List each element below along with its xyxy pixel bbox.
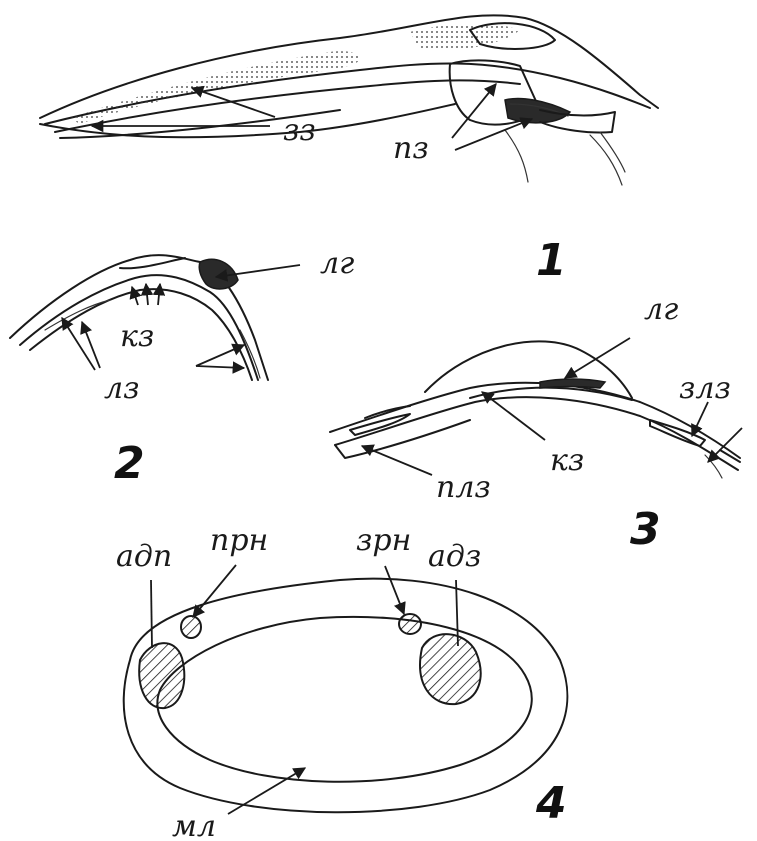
panel-number-2: 2 [114, 438, 145, 489]
label-ml: мл [172, 809, 216, 841]
label-zz: зз [283, 113, 316, 148]
posterior-retractor [399, 614, 421, 634]
posterior-adductor [420, 634, 481, 704]
label-adp: адп [116, 539, 172, 574]
label-lz-2: лз [104, 371, 139, 406]
panel-4-drawing [124, 579, 568, 813]
panel-number-4: 4 [535, 778, 567, 829]
panel-1-drawing [40, 15, 658, 185]
label-lg-2: лг [320, 246, 354, 281]
label-kz-2: кз [120, 319, 154, 354]
label-pz: пз [393, 131, 429, 166]
panel-number-3: 3 [630, 504, 661, 555]
anterior-retractor [181, 616, 201, 638]
label-zlz-3: злз [679, 371, 731, 406]
panel-2-drawing [10, 255, 268, 380]
label-plz-3: плз [436, 470, 491, 505]
panel-4: адп прн зрн адз мл 4 [116, 523, 567, 841]
anterior-adductor [139, 643, 184, 708]
panel-number-1: 1 [536, 235, 567, 286]
panel-3: лг злз кз плз 3 [330, 292, 742, 555]
label-lg-3: лг [644, 292, 678, 327]
label-kz-3: кз [550, 443, 584, 478]
panel-2: лг кз лз 2 [10, 246, 354, 489]
label-prn: прн [210, 523, 268, 558]
label-zrn: зрн [356, 523, 411, 558]
label-adz: адз [428, 539, 481, 574]
